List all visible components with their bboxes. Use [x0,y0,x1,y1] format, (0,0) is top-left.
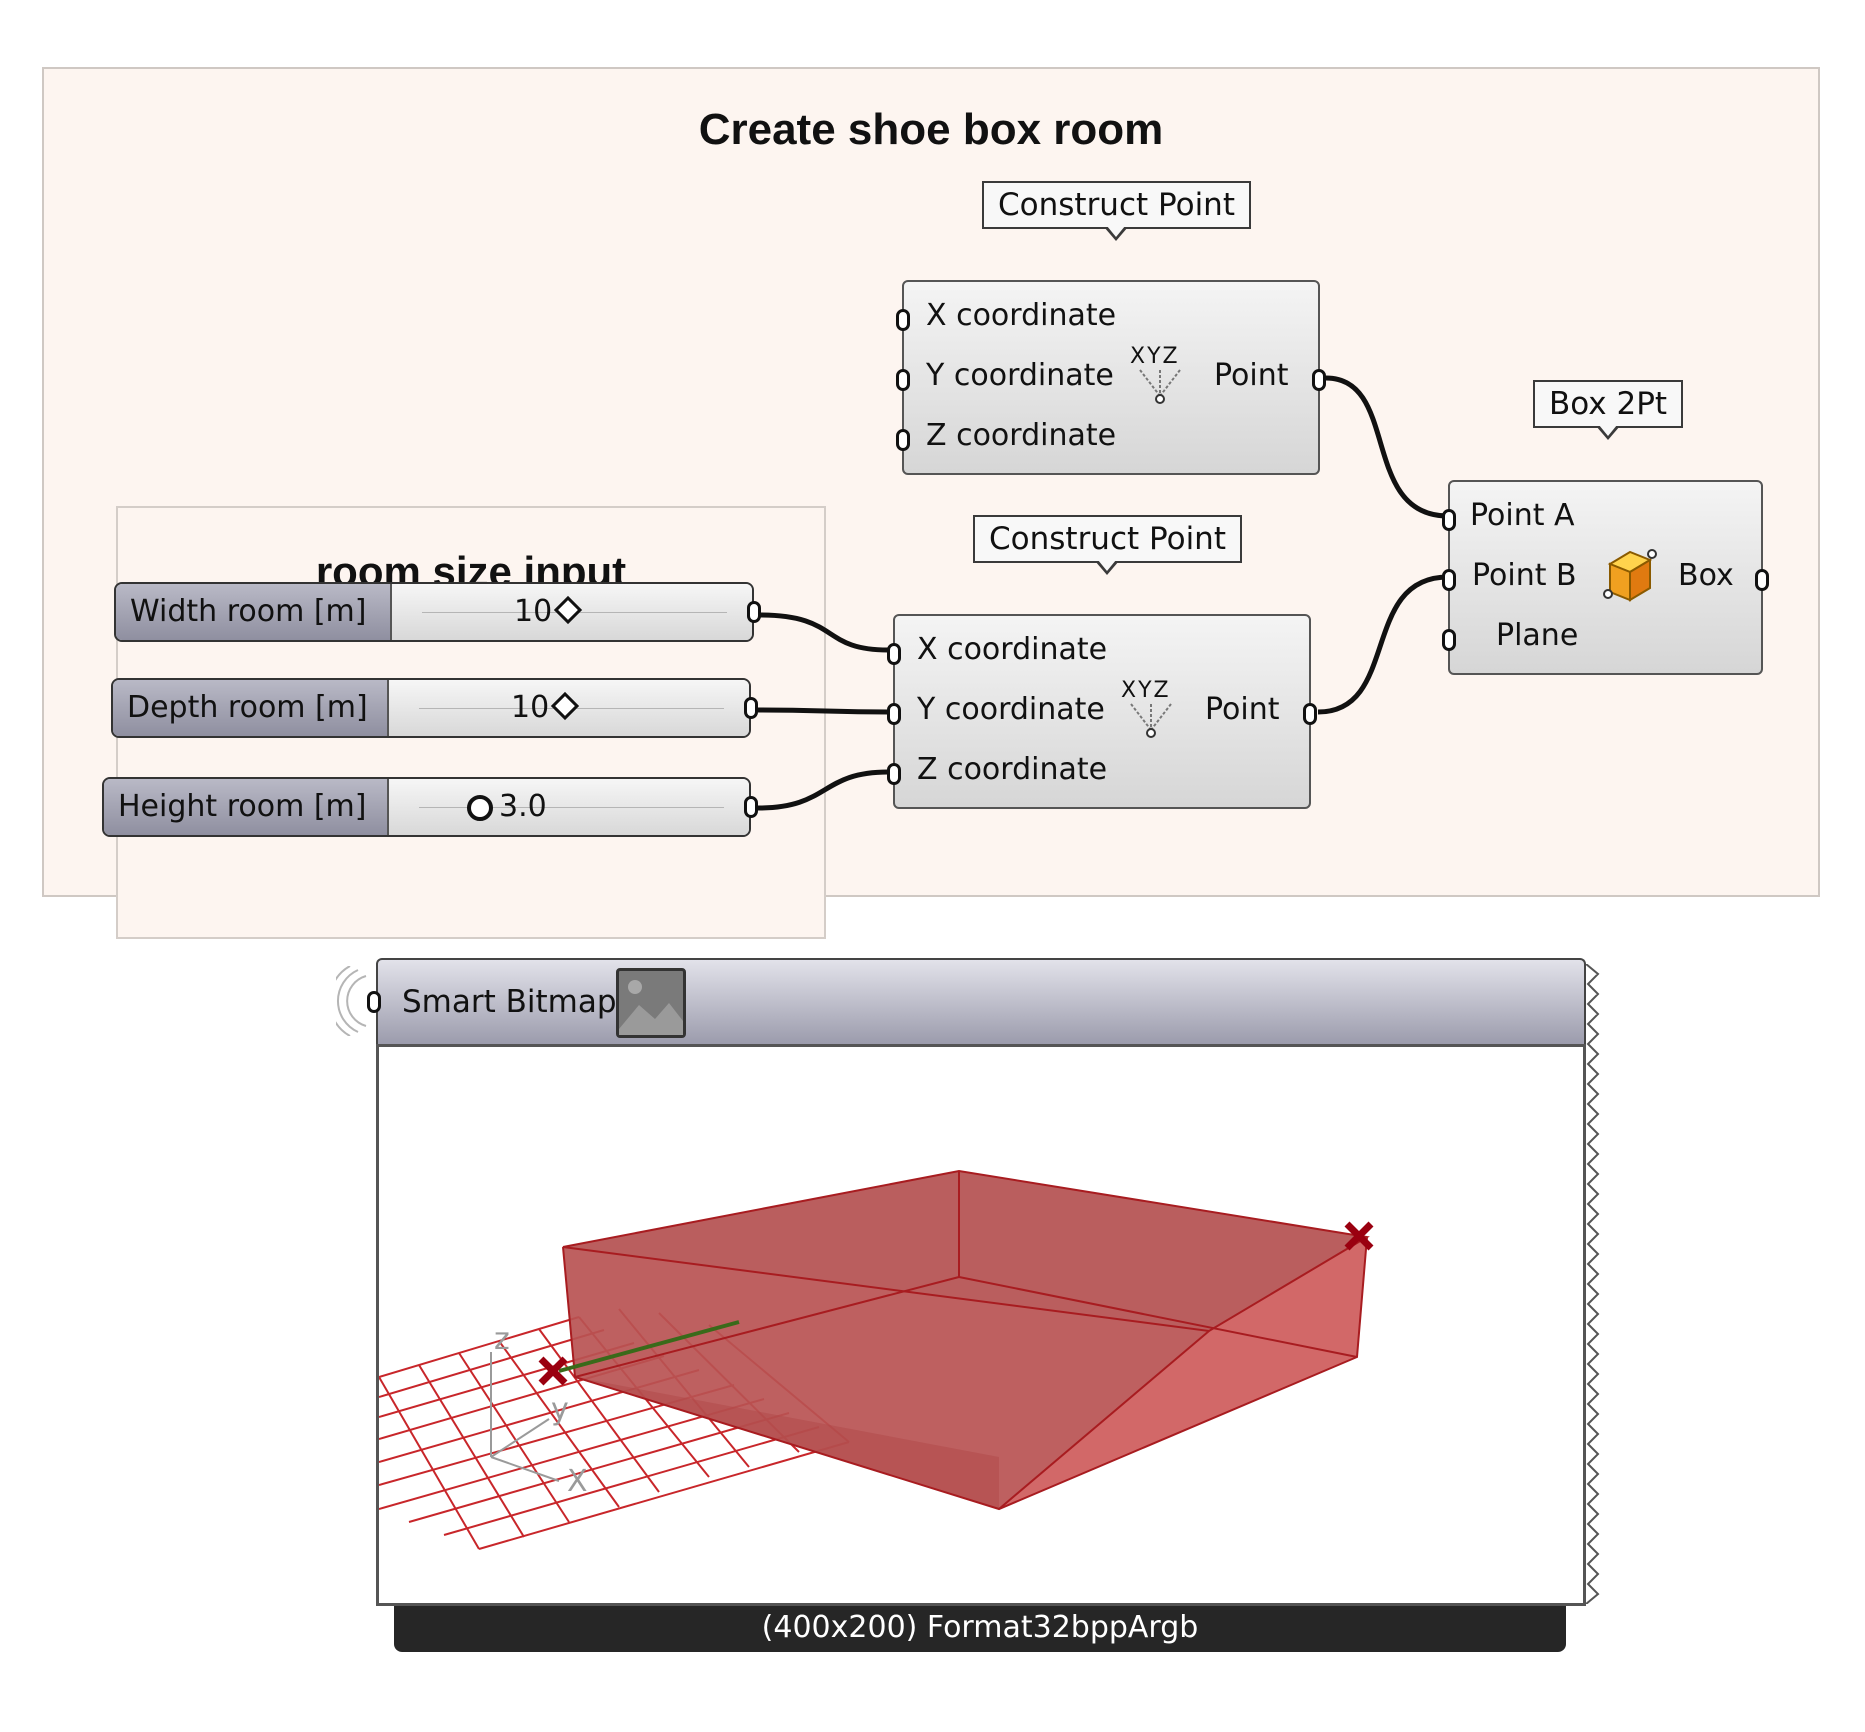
slider-handle-icon[interactable] [467,795,493,821]
box-render: z y X [379,1169,1374,1550]
output-grip[interactable] [744,697,758,719]
box-2pt-tag: Box 2Pt [1533,380,1684,440]
wireless-icon [336,966,367,1036]
output-grip[interactable] [1303,703,1317,725]
box-2pt-component[interactable]: Point A Point B Plane Box [1442,480,1769,675]
construct-point-tag: Construct Point [982,181,1251,241]
input-plane: Plane [1496,618,1579,653]
slider-height-room[interactable]: Height room [m] 3.0 [102,777,758,837]
slider-ticks [419,793,724,808]
slider-value: 10 [511,690,550,725]
xyz-icon: XYZ [1121,678,1171,703]
input-point-a: Point A [1470,498,1575,533]
output-box: Box [1678,558,1734,593]
input-grip[interactable] [887,763,901,785]
bitmap-format-footer: (400x200) Format32bppArgb [394,1606,1566,1652]
output-grip[interactable] [1755,569,1769,591]
output-grip[interactable] [747,601,761,623]
axis-label-x: X [567,1464,588,1499]
construct-point-tag: Construct Point [973,515,1242,575]
input-grip[interactable] [1442,509,1456,531]
input-grip[interactable] [1442,629,1456,651]
xyz-icon [1130,703,1172,738]
image-icon [616,968,686,1038]
construct-point-component-2[interactable]: X coordinate Y coordinate Z coordinate X… [887,614,1317,809]
xyz-icon [1139,369,1181,404]
slider-label: Depth room [m] [113,680,389,736]
slider-track[interactable]: 10 [392,584,752,640]
input-grip[interactable] [887,643,901,665]
point-marker [1344,1221,1374,1251]
axis-label-y: y [551,1392,569,1427]
input-grip[interactable] [367,991,381,1013]
slider-track[interactable]: 3.0 [389,779,749,835]
construct-point-component-1[interactable]: X coordinate Y coordinate Z coordinate X… [896,280,1326,475]
green-axis-line [558,1320,740,1373]
input-point-b: Point B [1472,558,1577,593]
output-point: Point [1205,692,1280,727]
axis-gizmo [490,1352,560,1482]
input-z-coordinate: Z coordinate [917,752,1108,787]
bitmap-preview: z y X [376,1044,1586,1606]
slider-value: 10 [514,594,553,629]
xyz-icon: XYZ [1130,344,1180,369]
input-x-coordinate: X coordinate [926,298,1117,333]
slider-label: Height room [m] [104,779,389,835]
input-grip[interactable] [887,703,901,725]
input-z-coordinate: Z coordinate [926,418,1117,453]
axis-label-z: z [494,1322,510,1357]
input-grip[interactable] [896,369,910,391]
smart-bitmap-component[interactable]: Smart Bitmap [336,958,1600,1652]
output-point: Point [1214,358,1289,393]
slider-label: Width room [m] [116,584,392,640]
zigzag-edge [1586,964,1600,1604]
smart-bitmap-header[interactable]: Smart Bitmap [376,958,1586,1046]
slider-width-room[interactable]: Width room [m] 10 [114,582,761,642]
slider-value: 3.0 [499,789,547,824]
box-shape [562,1169,1370,1511]
output-grip[interactable] [744,796,758,818]
smart-bitmap-title: Smart Bitmap [402,984,617,1020]
box-icon [1603,549,1657,602]
input-grip[interactable] [896,309,910,331]
point-marker [538,1356,568,1386]
input-grip[interactable] [1442,569,1456,591]
output-grip[interactable] [1312,369,1326,391]
slider-depth-room[interactable]: Depth room [m] 10 [111,678,758,738]
input-x-coordinate: X coordinate [917,632,1108,667]
slider-track[interactable]: 10 [389,680,749,736]
input-y-coordinate: Y coordinate [926,358,1114,393]
input-grip[interactable] [896,429,910,451]
group-title: Create shoe box room [698,105,1164,154]
input-y-coordinate: Y coordinate [917,692,1105,727]
